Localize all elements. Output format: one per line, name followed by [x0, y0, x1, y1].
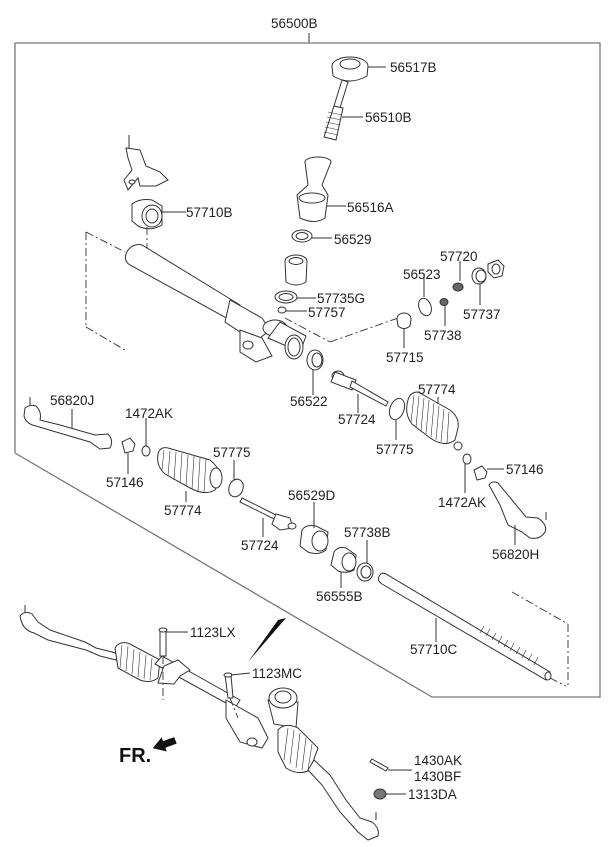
label-57724-upper: 57724: [338, 412, 376, 427]
label-57738B: 57738B: [344, 525, 391, 540]
label-57720: 57720: [440, 249, 478, 264]
part-57146-nut-lower[interactable]: [121, 437, 136, 474]
part-57710B-bushing[interactable]: [131, 199, 186, 259]
front-direction-arrow-icon: [152, 737, 177, 752]
label-57737: 57737: [463, 307, 501, 322]
label-57710C: 57710C: [410, 642, 458, 657]
part-57720-screw[interactable]: [452, 261, 464, 292]
label-56555B: 56555B: [316, 589, 363, 604]
part-57724-tie-rod-upper[interactable]: [330, 370, 389, 413]
part-57775-clamp-upper[interactable]: [387, 396, 408, 440]
part-1430-split-pin[interactable]: [369, 758, 412, 772]
part-56517B-cap[interactable]: [331, 56, 386, 82]
label-57775-lower: 57775: [213, 445, 251, 460]
label-1472AK-upper: 1472AK: [438, 495, 486, 510]
label-57715: 57715: [386, 350, 424, 365]
label-56529D: 56529D: [288, 488, 336, 503]
part-57146-nut-upper[interactable]: [473, 465, 504, 481]
label-56523: 56523: [403, 267, 441, 282]
part-56529D-bushing[interactable]: [299, 502, 329, 555]
part-rack-housing[interactable]: [85, 231, 399, 363]
part-56820J-tie-rod-end[interactable]: [23, 397, 113, 450]
label-front-direction: FR.: [119, 745, 151, 767]
label-57146-upper: 57146: [506, 462, 544, 477]
part-57738B-ring[interactable]: [356, 540, 374, 582]
label-56510B: 56510B: [365, 110, 412, 125]
part-yoke-locknut[interactable]: [487, 259, 505, 279]
label-1123MC: 1123MC: [252, 666, 302, 681]
part-56522-seal[interactable]: [306, 349, 324, 395]
part-56516A-housing[interactable]: [296, 156, 346, 222]
label-57738: 57738: [424, 328, 462, 343]
part-57774-boot-lower[interactable]: [157, 447, 223, 502]
part-56555B-bushing[interactable]: [330, 547, 357, 589]
part-57715-plug[interactable]: [396, 312, 412, 348]
label-56820H: 56820H: [492, 547, 539, 562]
part-57774-boot-upper[interactable]: [406, 391, 463, 451]
label-1472AK-lower: 1472AK: [125, 406, 173, 421]
label-57774-upper: 57774: [418, 382, 456, 397]
label-56516A: 56516A: [347, 200, 394, 215]
label-56522: 56522: [290, 394, 328, 409]
label-1123LX: 1123LX: [190, 625, 236, 640]
part-56529-ring[interactable]: [291, 229, 332, 243]
part-1313DA-nut[interactable]: [373, 788, 406, 800]
part-bushing[interactable]: [284, 254, 308, 286]
part-57710C-rack[interactable]: [377, 572, 569, 688]
part-1472AK-clip-upper[interactable]: [462, 453, 472, 493]
label-56529: 56529: [334, 232, 372, 247]
part-57735G-seal[interactable]: [274, 290, 316, 304]
part-56510B-pinion[interactable]: [323, 79, 363, 141]
part-1472AK-clip-lower[interactable]: [141, 418, 151, 457]
label-57146-lower: 57146: [106, 475, 144, 490]
label-57710B: 57710B: [186, 205, 233, 220]
label-57775-upper: 57775: [376, 442, 414, 457]
part-57737-yoke[interactable]: [471, 267, 487, 305]
label-57724-lower: 57724: [241, 538, 279, 553]
label-56820J: 56820J: [50, 393, 94, 408]
part-57775-clamp-lower[interactable]: [226, 460, 245, 499]
part-57738-nut[interactable]: [439, 298, 449, 327]
assembled-steering-gear[interactable]: [19, 605, 379, 841]
label-56517B: 56517B: [390, 60, 437, 75]
label-56500B: 56500B: [271, 16, 318, 31]
part-57757-washer[interactable]: [277, 306, 307, 314]
label-1313DA: 1313DA: [408, 787, 457, 802]
view-direction-wedge-icon: [248, 618, 286, 662]
label-57774-lower: 57774: [164, 503, 202, 518]
assembly-outline: [14, 33, 601, 698]
part-56523-plug[interactable]: [416, 274, 433, 318]
label-57757: 57757: [308, 305, 346, 320]
label-1430AK: 1430AK: [414, 753, 462, 768]
label-57735G: 57735G: [317, 291, 365, 306]
label-1430BF: 1430BF: [414, 769, 461, 784]
part-57724-tie-rod-lower[interactable]: [239, 497, 297, 537]
part-mount-bracket[interactable]: [123, 135, 169, 191]
part-56820H-tie-rod-end[interactable]: [488, 481, 547, 545]
